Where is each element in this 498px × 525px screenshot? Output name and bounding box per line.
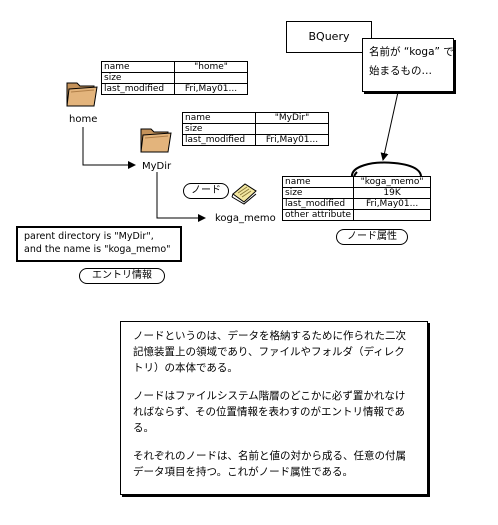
attr-name-cell: size <box>101 72 175 84</box>
table-row: name "koga_memo" <box>281 176 432 188</box>
description-box: ノードというのは、データを格納するために作られた二次記憶装置上の領域であり、ファ… <box>120 321 428 495</box>
table-row: name "MyDir" <box>182 112 329 124</box>
mydir-label: MyDir <box>142 161 172 172</box>
mydir-attribute-table: name "MyDir" size last_modified Fri,May0… <box>182 112 329 146</box>
attr-name-cell: size <box>281 187 355 199</box>
attr-value-cell <box>174 72 248 84</box>
attr-value-cell <box>353 209 432 221</box>
attr-name-cell: last_modified <box>281 198 355 210</box>
folder-icon <box>140 128 172 153</box>
attr-value-cell: "home" <box>174 61 248 73</box>
attr-name-cell: size <box>182 123 256 135</box>
table-row: size <box>101 72 248 84</box>
query-note-line2: 始まるもの… <box>369 65 432 77</box>
table-row: last_modified Fri,May01... <box>281 198 432 210</box>
document-icon <box>231 183 257 205</box>
table-row: last_modified Fri,May01... <box>101 83 248 95</box>
table-row: size <box>182 123 329 135</box>
entry-info-label: エントリ情報 <box>79 268 165 284</box>
entry-info-note: parent directory is "MyDir", and the nam… <box>16 226 182 262</box>
node-attribute-label: ノード属性 <box>336 229 408 245</box>
table-row: other attribute <box>281 209 432 221</box>
bquery-title: BQuery <box>308 30 350 43</box>
description-paragraph-1: ノードというのは、データを格納するために作られた二次記憶装置上の領域であり、ファ… <box>133 330 406 374</box>
home-attribute-table: name "home" size last_modified Fri,May01… <box>101 61 248 95</box>
table-row: name "home" <box>101 61 248 73</box>
memo-label: koga_memo <box>215 213 276 224</box>
attr-value-cell: 19K <box>353 187 432 199</box>
attr-value-cell: "MyDir" <box>255 112 329 124</box>
attr-value-cell <box>255 123 329 135</box>
query-arrow <box>380 91 399 161</box>
attr-value-cell: "koga_memo" <box>353 176 432 188</box>
bquery-box: BQuery <box>286 21 372 53</box>
home-label: home <box>69 114 98 125</box>
attr-name-cell: other attribute <box>281 209 355 221</box>
description-paragraph-2: ノードはファイルシステム階層のどこかに必ず置かれなければならず、その位置情報を表… <box>133 390 406 434</box>
table-row: size 19K <box>281 187 432 199</box>
attr-name-cell: name <box>182 112 256 124</box>
table-row: last_modified Fri,May01... <box>182 134 329 146</box>
attr-name-cell: name <box>281 176 355 188</box>
home-to-mydir-arrow <box>82 127 136 169</box>
attr-value-cell: Fri,May01... <box>255 134 329 146</box>
attr-value-cell: Fri,May01... <box>353 198 432 210</box>
attr-name-cell: name <box>101 61 175 73</box>
attr-name-cell: last_modified <box>182 134 256 146</box>
query-note-line1: 名前が “koga” で <box>369 46 454 58</box>
node-label: ノード <box>183 183 229 199</box>
memo-attribute-table: name "koga_memo" size 19K last_modified … <box>281 176 432 221</box>
folder-icon <box>66 82 98 107</box>
mydir-to-memo-arrow <box>156 172 206 222</box>
attr-value-cell: Fri,May01... <box>174 83 248 95</box>
query-note: 名前が “koga” で 始まるもの… <box>362 38 454 92</box>
description-paragraph-3: それぞれのノードは、名前と値の対から成る、任意の付属データ項目を持つ。これがノー… <box>133 450 406 478</box>
entry-note-line1: parent directory is "MyDir", <box>24 231 154 242</box>
entry-note-line2: and the name is "koga_memo" <box>24 244 171 255</box>
attr-name-cell: last_modified <box>101 83 175 95</box>
